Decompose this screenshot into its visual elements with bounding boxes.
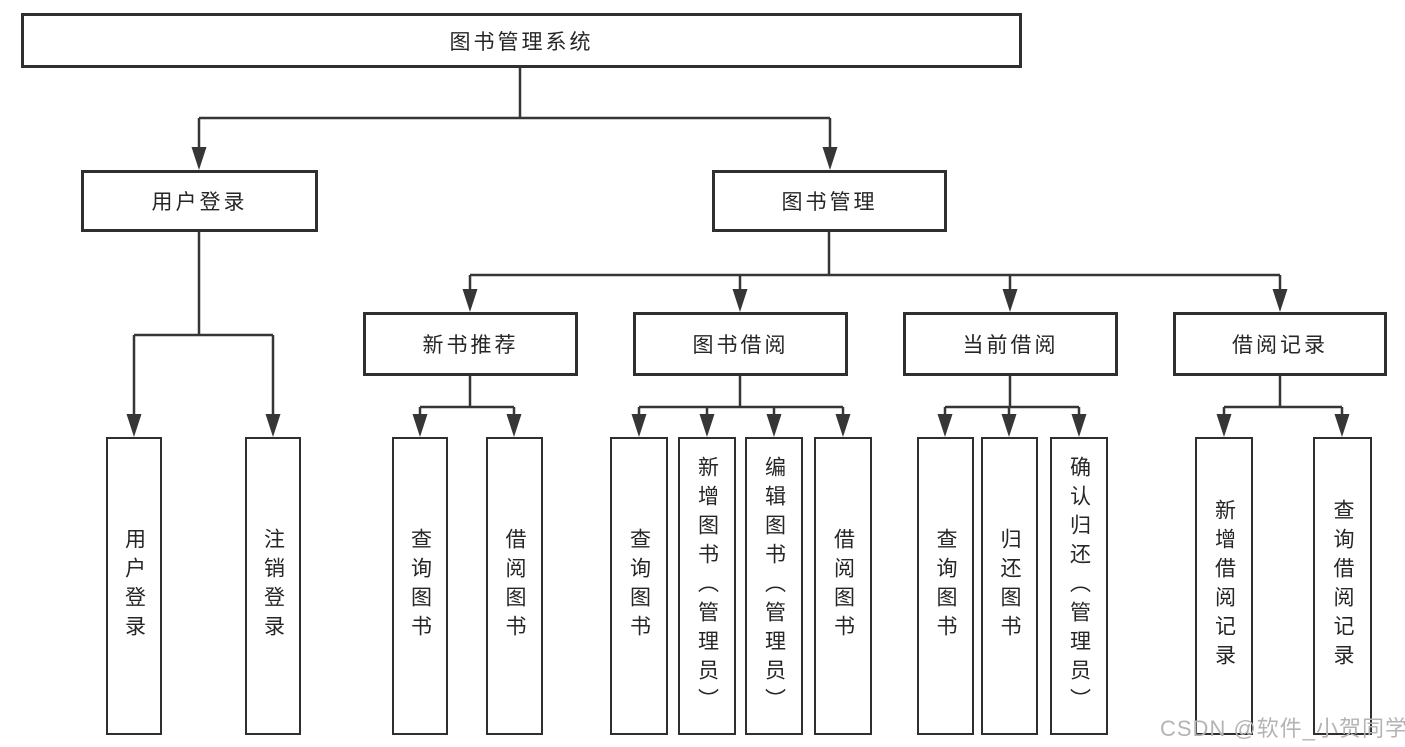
leaf-user-login: 用户登录 — [106, 437, 162, 735]
node-borrow-record: 借阅记录 — [1173, 312, 1387, 376]
node-book-borrow-label: 图书借阅 — [692, 334, 789, 357]
connector-current-borrow — [943, 376, 1081, 419]
connector-borrow-record — [1222, 376, 1344, 419]
leaf-cb-confirm-return-label: 确认归还（管理员） — [1067, 455, 1091, 717]
csdn-watermark: CSDN @软件_小贺同学 — [1160, 716, 1405, 741]
node-book-borrow: 图书借阅 — [633, 312, 848, 376]
leaf-nb-query-books-label: 查询图书 — [408, 528, 432, 644]
leaf-nb-query-books: 查询图书 — [392, 437, 448, 735]
node-root-label: 图书管理系统 — [449, 30, 594, 54]
leaf-bb-borrow-books-label: 借阅图书 — [831, 528, 855, 644]
leaf-bb-query-books-label: 查询图书 — [627, 528, 651, 644]
node-user-login: 用户登录 — [81, 170, 318, 232]
leaf-br-query-record-label: 查询借阅记录 — [1331, 499, 1354, 673]
leaf-br-add-record-label: 新增借阅记录 — [1212, 499, 1236, 673]
leaf-logout: 注销登录 — [245, 437, 301, 735]
leaf-bb-borrow-books: 借阅图书 — [814, 437, 872, 735]
leaf-bb-query-books: 查询图书 — [610, 437, 668, 735]
leaf-bb-add-books: 新增图书（管理员） — [678, 437, 736, 735]
leaf-br-query-record: 查询借阅记录 — [1313, 437, 1372, 735]
leaf-nb-borrow-books-label: 借阅图书 — [503, 528, 526, 644]
connector-root — [197, 68, 832, 152]
leaf-bb-edit-books-label: 编辑图书（管理员） — [762, 455, 786, 717]
leaf-cb-query-books: 查询图书 — [917, 437, 974, 735]
node-book-mgmt-label: 图书管理 — [781, 191, 878, 214]
leaf-br-add-record: 新增借阅记录 — [1195, 437, 1253, 735]
connector-user-login — [132, 232, 275, 419]
connector-new-book-rec — [418, 376, 516, 419]
leaf-user-login-label: 用户登录 — [122, 528, 146, 644]
node-book-mgmt: 图书管理 — [712, 170, 947, 232]
leaf-logout-label: 注销登录 — [261, 528, 285, 644]
connector-book-borrow — [637, 376, 845, 419]
leaf-cb-return-books: 归还图书 — [981, 437, 1038, 735]
node-root: 图书管理系统 — [21, 13, 1022, 68]
node-current-borrow-label: 当前借阅 — [962, 334, 1059, 357]
node-new-book-rec-label: 新书推荐 — [422, 334, 519, 357]
leaf-nb-borrow-books: 借阅图书 — [486, 437, 543, 735]
node-current-borrow: 当前借阅 — [903, 312, 1118, 376]
leaf-bb-edit-books: 编辑图书（管理员） — [745, 437, 803, 735]
leaf-cb-return-books-label: 归还图书 — [998, 528, 1021, 644]
leaf-bb-add-books-label: 新增图书（管理员） — [695, 455, 719, 717]
leaf-cb-confirm-return: 确认归还（管理员） — [1050, 437, 1108, 735]
node-new-book-rec: 新书推荐 — [363, 312, 578, 376]
connector-book-mgmt — [468, 232, 1282, 294]
node-user-login-label: 用户登录 — [151, 191, 248, 214]
leaf-cb-query-books-label: 查询图书 — [934, 528, 957, 644]
node-borrow-record-label: 借阅记录 — [1232, 334, 1328, 357]
